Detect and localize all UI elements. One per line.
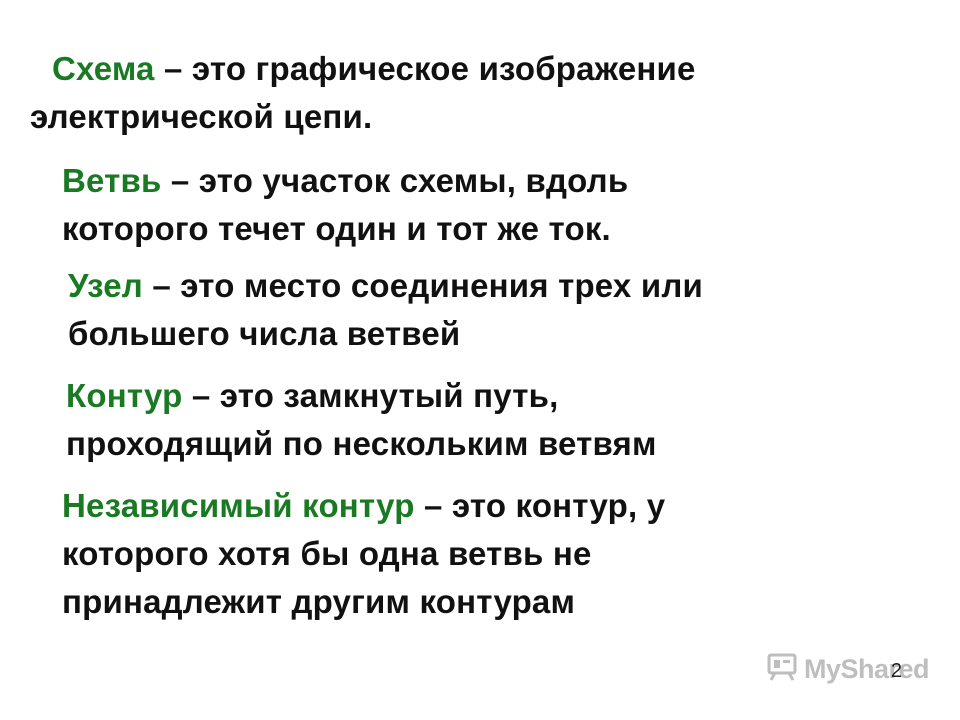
definition-contour: Контур – это замкнутый путь, проходящий … <box>66 372 657 468</box>
watermark-logo: MyShared <box>766 652 930 687</box>
definition-branch: Ветвь – это участок схемы, вдоль которог… <box>62 157 628 253</box>
watermark-text: MyShared <box>804 654 930 684</box>
page-number: 2 <box>890 660 902 682</box>
definition-line: Узел – это место соединения трех или <box>68 262 703 310</box>
classroom-board-icon <box>766 652 798 687</box>
definition-text: – это замкнутый путь, <box>182 377 559 414</box>
definition-text: – это место соединения трех или <box>142 267 703 304</box>
definition-text: – это участок схемы, вдоль <box>161 162 629 199</box>
definition-line: которого хотя бы одна ветвь не <box>62 535 592 572</box>
definition-line: Ветвь – это участок схемы, вдоль <box>62 157 628 205</box>
definition-text: – это графическое изображение <box>154 50 696 87</box>
definition-line: которого течет один и тот же ток. <box>62 210 611 247</box>
term-independent-contour: Независимый контур <box>62 487 415 524</box>
definition-line: Контур – это замкнутый путь, <box>66 372 657 420</box>
definition-line: Схема – это графическое изображение <box>30 45 696 93</box>
definition-node: Узел – это место соединения трех или бол… <box>68 262 703 358</box>
term-scheme: Схема <box>52 50 155 87</box>
definition-text: – это контур, у <box>414 487 666 524</box>
definition-scheme: Схема – это графическое изображение элек… <box>30 45 696 141</box>
definition-independent-contour: Независимый контур – это контур, у котор… <box>62 482 665 626</box>
term-branch: Ветвь <box>62 162 162 199</box>
term-contour: Контур <box>66 377 183 414</box>
term-node: Узел <box>68 267 143 304</box>
definition-line: принадлежит другим контурам <box>62 583 576 620</box>
definition-line: Независимый контур – это контур, у <box>62 482 665 530</box>
definition-line: проходящий по нескольким ветвям <box>66 425 657 462</box>
definition-line: электрической цепи. <box>30 98 373 135</box>
definition-line: большего числа ветвей <box>68 315 461 352</box>
